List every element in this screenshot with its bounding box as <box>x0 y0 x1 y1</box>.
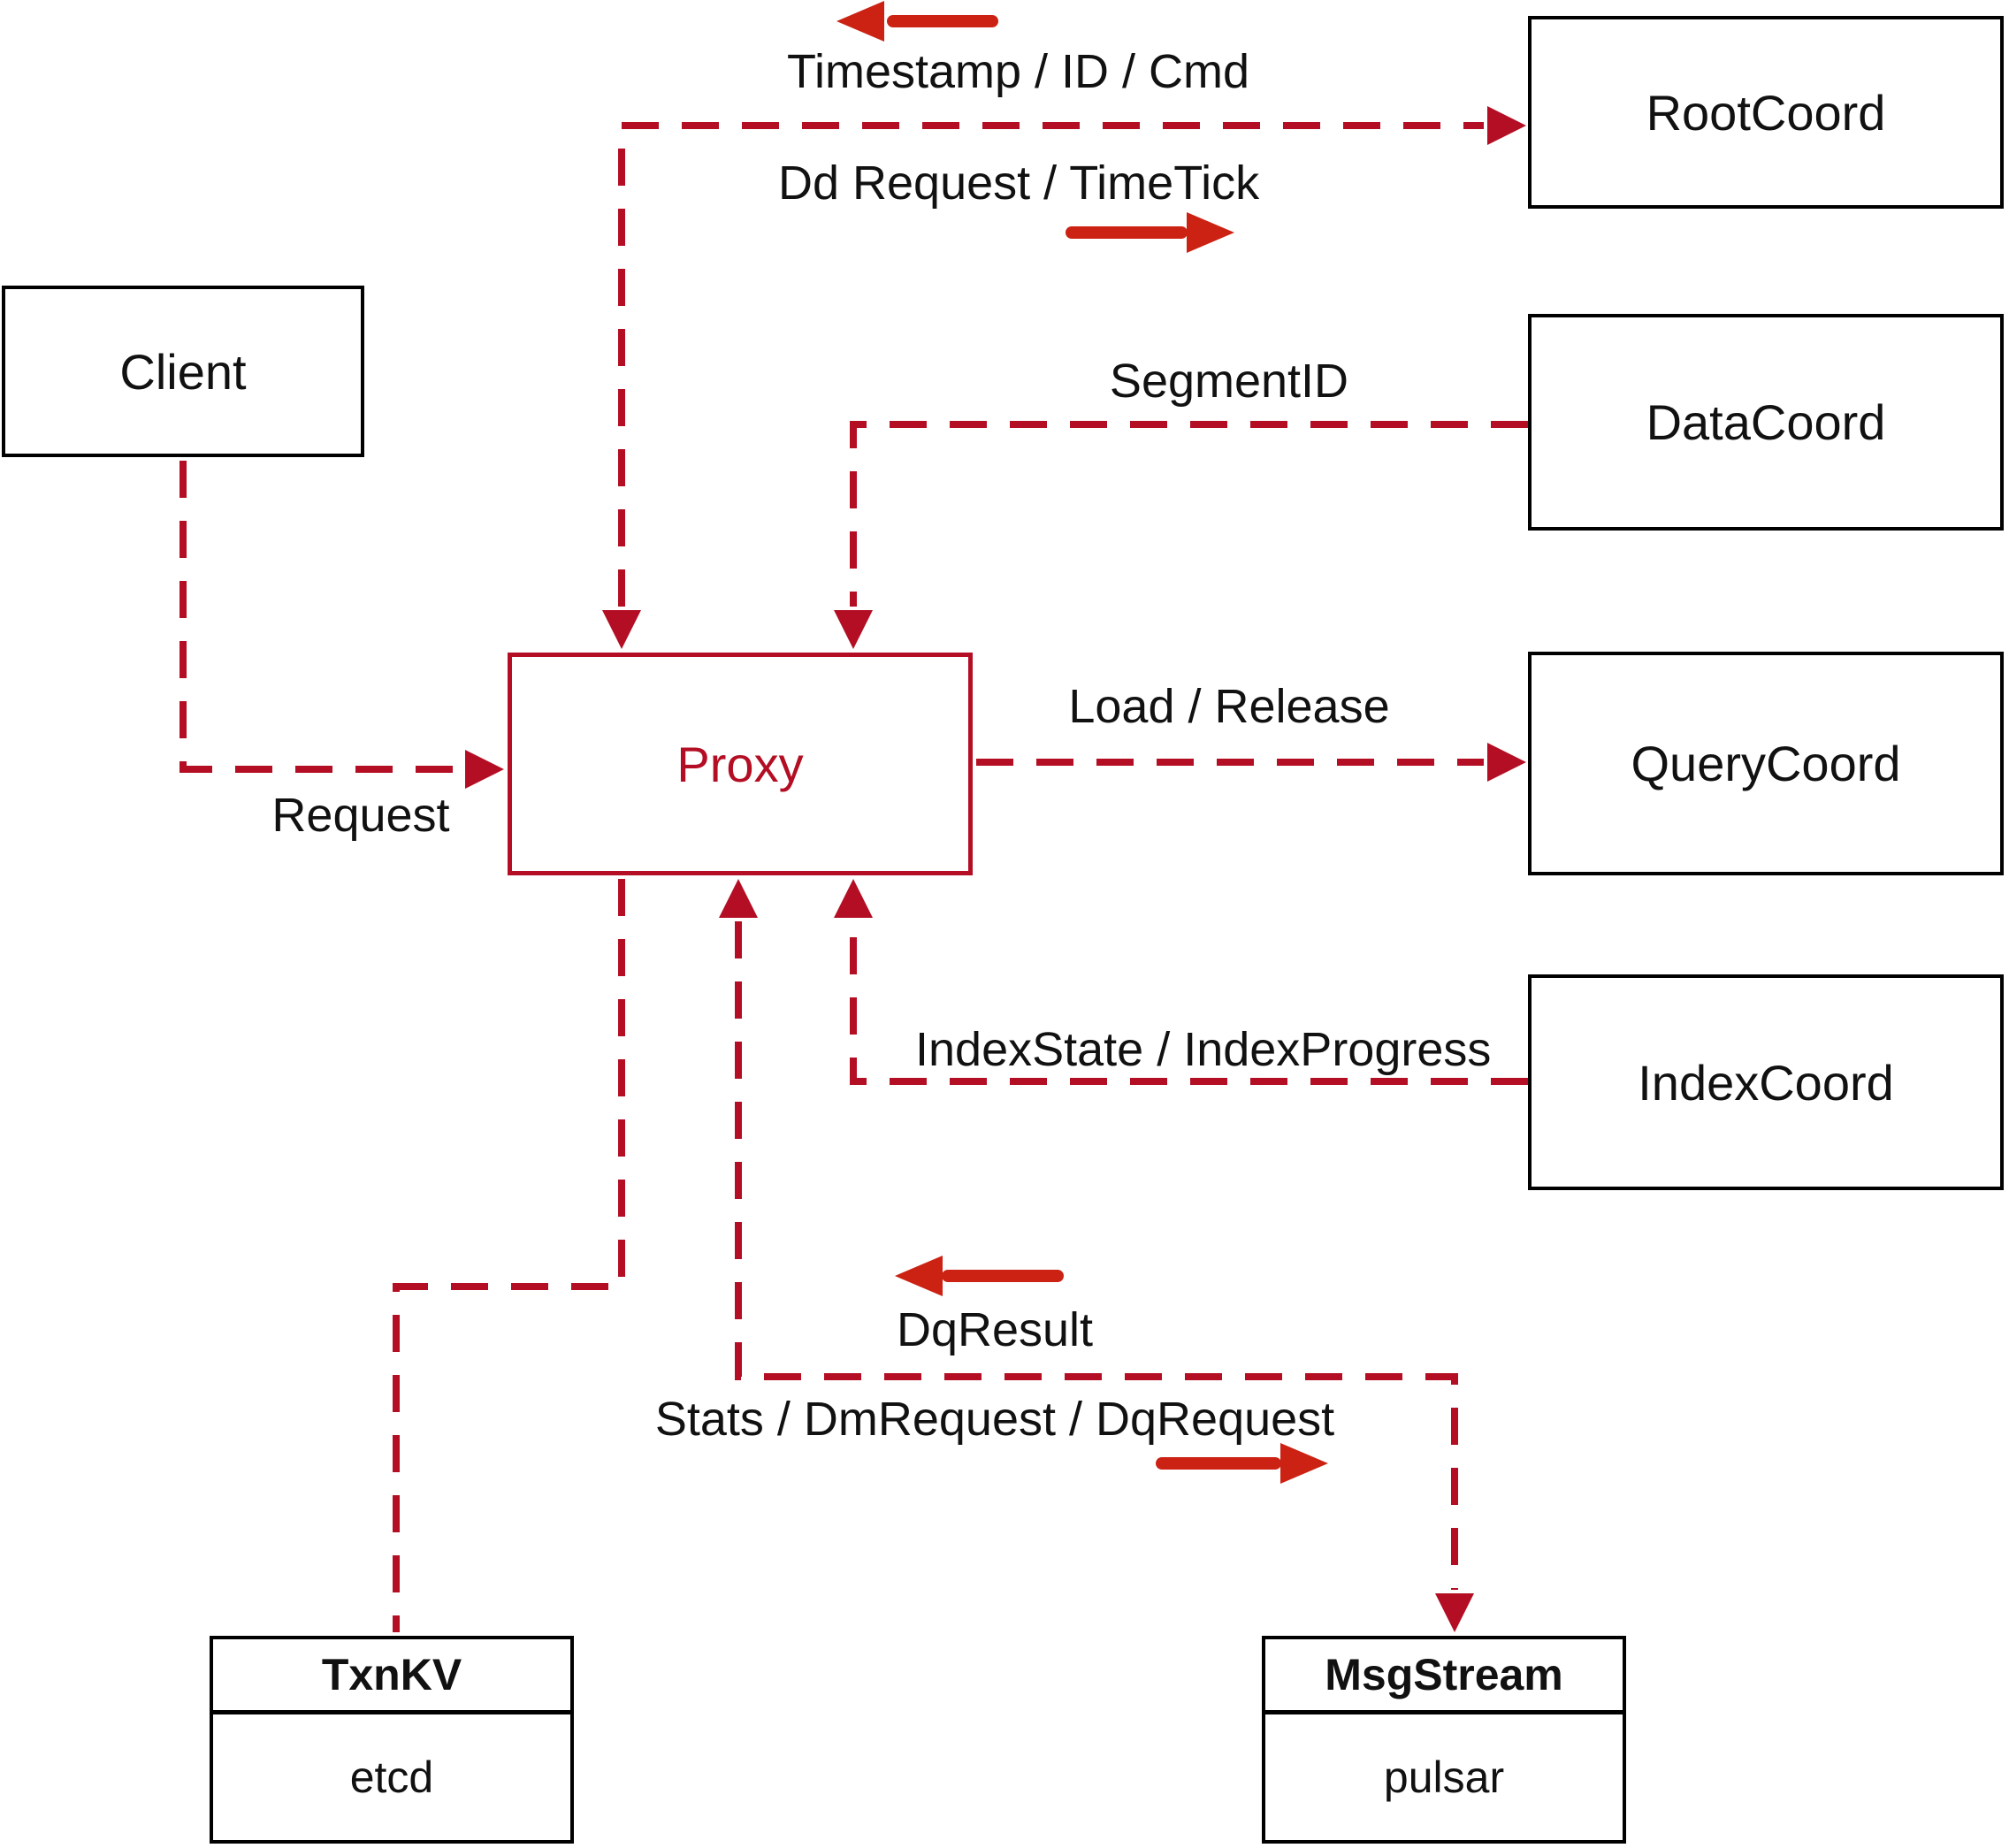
flow-arrow-right-rootcoord-icon <box>1187 212 1234 253</box>
arrowhead-into-querycoord <box>1487 743 1526 782</box>
node-datacoord-label: DataCoord <box>1646 394 1886 450</box>
edge-label-load-release: Load / Release <box>1068 680 1390 733</box>
node-msgstream: MsgStream pulsar <box>1262 1636 1626 1844</box>
node-rootcoord: RootCoord <box>1528 16 2004 209</box>
edge-label-indexstate-indexprogress: IndexState / IndexProgress <box>915 1023 1492 1076</box>
flow-arrow-left-msgstream-icon <box>895 1256 943 1296</box>
arrowhead-into-proxy-top-left <box>602 610 641 649</box>
edge-label-dqresult: DqResult <box>896 1303 1094 1356</box>
node-querycoord-label: QueryCoord <box>1631 736 1901 791</box>
node-indexcoord-label: IndexCoord <box>1638 1054 1894 1111</box>
node-client-label: Client <box>119 343 247 400</box>
arrowhead-into-proxy-bottom-right <box>834 879 873 918</box>
edge-datacoord-proxy <box>850 421 1528 607</box>
edge-label-request: Request <box>271 789 450 842</box>
flow-arrow-left-rootcoord-icon <box>836 1 884 42</box>
flow-arrow-right-msgstream-icon <box>1280 1443 1328 1484</box>
node-txnkv-title: TxnKV <box>213 1639 570 1714</box>
edge-label-segmentid: SegmentID <box>1109 355 1349 408</box>
node-msgstream-subtitle: pulsar <box>1383 1753 1505 1802</box>
node-datacoord: DataCoord <box>1528 314 2004 531</box>
edge-label-stats-dmrequest-dqrequest: Stats / DmRequest / DqRequest <box>654 1393 1335 1446</box>
node-client: Client <box>2 286 364 457</box>
arrowhead-into-proxy-left <box>465 750 504 789</box>
edge-proxy-txnkv <box>393 879 625 1632</box>
node-proxy: Proxy <box>508 653 973 875</box>
node-indexcoord: IndexCoord <box>1528 974 2004 1190</box>
edge-proxy-rootcoord <box>618 122 1484 607</box>
node-querycoord: QueryCoord <box>1528 652 2004 875</box>
arrowhead-into-proxy-bottom-left <box>719 879 758 918</box>
node-proxy-label: Proxy <box>676 736 804 792</box>
edge-client-proxy <box>180 461 463 773</box>
edge-proxy-msgstream <box>735 921 1458 1590</box>
arrowhead-into-rootcoord <box>1487 106 1526 145</box>
arrowhead-into-msgstream <box>1435 1593 1474 1632</box>
edge-indexcoord-proxy <box>850 921 1528 1085</box>
node-msgstream-title: MsgStream <box>1265 1639 1623 1714</box>
arrowhead-into-proxy-top-right <box>834 610 873 649</box>
edge-label-dd-request-timetick: Dd Request / TimeTick <box>778 157 1260 210</box>
node-rootcoord-label: RootCoord <box>1646 84 1886 141</box>
node-txnkv: TxnKV etcd <box>210 1636 574 1844</box>
edge-label-timestamp-id-cmd: Timestamp / ID / Cmd <box>787 45 1250 98</box>
node-txnkv-subtitle: etcd <box>349 1753 434 1802</box>
